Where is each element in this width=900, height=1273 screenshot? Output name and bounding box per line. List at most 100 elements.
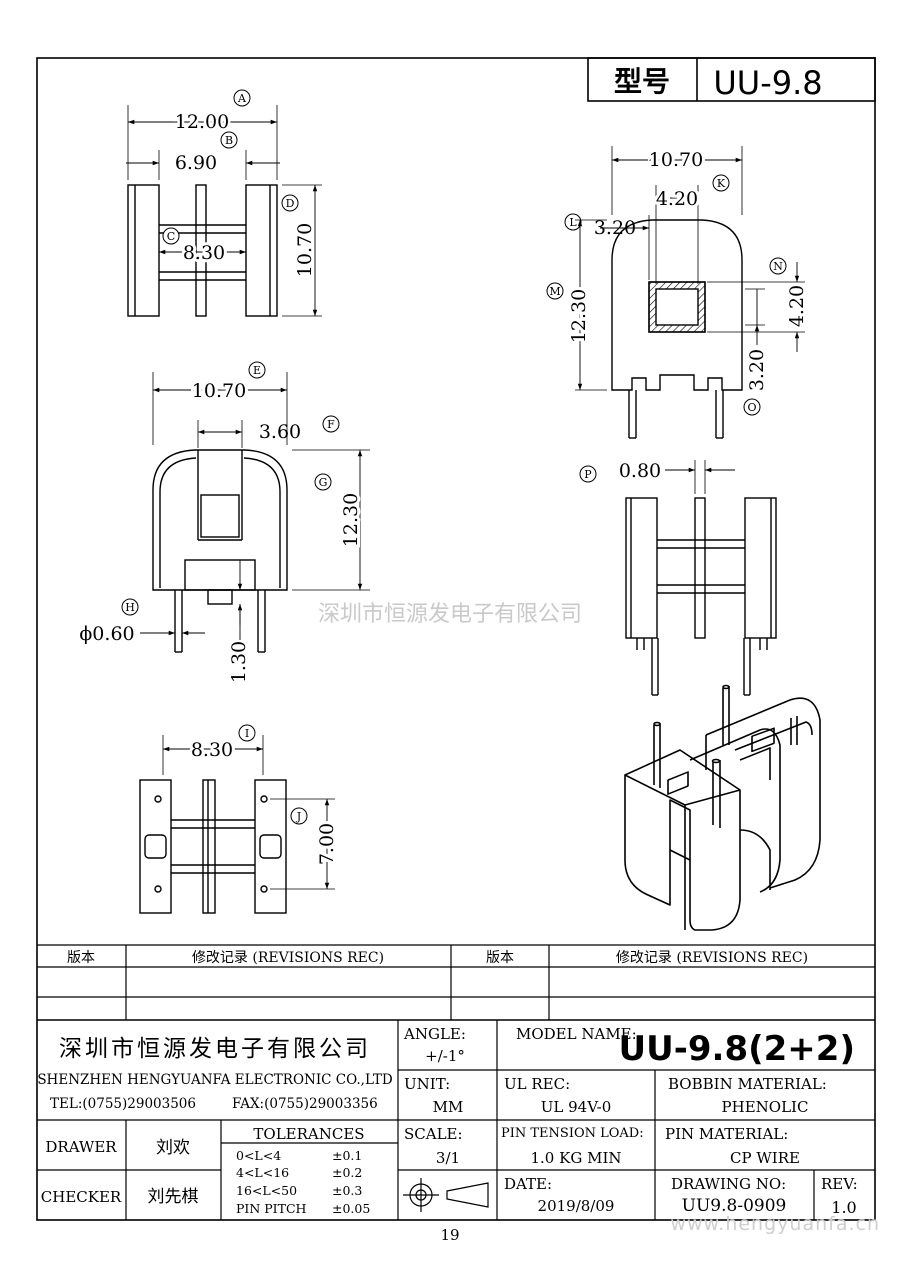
side-view bbox=[575, 146, 805, 439]
page-number: 19 bbox=[440, 1226, 459, 1244]
dim-g: 12.30 bbox=[340, 493, 362, 547]
dim-d: 10.70 bbox=[294, 223, 316, 277]
drawing-no-label: DRAWING NO: bbox=[671, 1175, 786, 1193]
side-view-labels: 10.70 K 4.20 L 3.20 M 12.30 N 4.20 3.20 … bbox=[546, 146, 811, 416]
dim-p: 0.80 bbox=[619, 460, 661, 482]
front-view bbox=[140, 372, 370, 653]
pin-view-labels: P 0.80 bbox=[579, 460, 661, 483]
callout-l: L bbox=[569, 216, 577, 229]
bottom-view-labels: I 8.30 J 7.00 bbox=[188, 724, 341, 868]
scale-value: 3/1 bbox=[436, 1149, 460, 1167]
pin-view bbox=[625, 460, 777, 696]
company-tel: TEL:(0755)29003506 bbox=[50, 1096, 196, 1112]
checker-value: 刘先棋 bbox=[148, 1187, 199, 1207]
title-block-grid bbox=[37, 1020, 875, 1220]
dim-j: 7.00 bbox=[316, 823, 338, 865]
tol-value-3: ±0.05 bbox=[332, 1201, 370, 1216]
dim-h2: 1.30 bbox=[228, 641, 250, 683]
pin-material-label: PIN MATERIAL: bbox=[665, 1125, 788, 1143]
dim-k: 4.20 bbox=[656, 188, 698, 210]
ul-label: UL REC: bbox=[504, 1075, 570, 1093]
callout-n: N bbox=[773, 260, 783, 273]
watermark: 深圳市恒源发电子有限公司 bbox=[318, 602, 582, 627]
dim-o: 3.20 bbox=[746, 349, 768, 391]
tol-range-0: 0<L<4 bbox=[236, 1148, 281, 1163]
callout-m: M bbox=[549, 285, 560, 298]
rev-value: 1.0 bbox=[831, 1198, 856, 1217]
sheet-border bbox=[36, 57, 876, 1221]
date-value: 2019/8/09 bbox=[538, 1197, 615, 1215]
rev-col-record-2: 修改记录 (REVISIONS REC) bbox=[616, 950, 808, 966]
rev-label: REV: bbox=[821, 1175, 858, 1193]
callout-o: O bbox=[747, 401, 756, 414]
dim-h: ϕ0.60 bbox=[79, 623, 134, 645]
callout-i: I bbox=[245, 727, 249, 740]
tol-value-0: ±0.1 bbox=[332, 1148, 362, 1163]
callout-g: G bbox=[319, 476, 328, 489]
dim-c: 8.30 bbox=[183, 242, 225, 264]
tension-label: PIN TENSION LOAD: bbox=[501, 1126, 644, 1141]
rev-col-version-1: 版本 bbox=[67, 950, 95, 966]
callout-e: E bbox=[253, 364, 261, 377]
tol-range-1: 4<L<16 bbox=[236, 1165, 289, 1180]
top-view-labels: A 12.00 B 6.90 C 8.30 D 10.70 bbox=[162, 89, 319, 280]
checker-label: CHECKER bbox=[41, 1188, 122, 1206]
tolerances-title: TOLERANCES bbox=[253, 1125, 364, 1143]
type-label: 型号 bbox=[614, 65, 670, 98]
drawer-label: DRAWER bbox=[45, 1138, 117, 1156]
tol-value-1: ±0.2 bbox=[332, 1165, 362, 1180]
callout-k: K bbox=[717, 177, 726, 190]
rev-col-version-2: 版本 bbox=[486, 950, 514, 966]
company-name-cn: 深圳市恒源发电子有限公司 bbox=[59, 1036, 371, 1062]
tension-value: 1.0 KG MIN bbox=[531, 1149, 622, 1167]
ul-value: UL 94V-0 bbox=[541, 1098, 612, 1116]
isometric-view bbox=[624, 684, 821, 931]
company-name-en: SHENZHEN HENGYUANFA ELECTRONIC CO.,LTD bbox=[37, 1072, 393, 1088]
pin-material-value: CP WIRE bbox=[730, 1149, 800, 1167]
front-view-labels: E 10.70 F 3.60 G 12.30 H ϕ0.60 1.30 bbox=[79, 361, 365, 683]
bottom-view bbox=[139, 735, 335, 914]
dim-n: 4.20 bbox=[786, 285, 808, 327]
title-block-fields: ANGLE: +/-1° MODEL NAME: UU-9.8(2+2) UNI… bbox=[41, 1025, 858, 1217]
callout-f: F bbox=[327, 418, 335, 431]
dim-l: 3.20 bbox=[594, 217, 636, 239]
type-header: 型号 UU-9.8 bbox=[587, 57, 876, 102]
drawer-value: 刘欢 bbox=[156, 1138, 190, 1158]
dim-kw: 10.70 bbox=[649, 149, 703, 171]
unit-label: UNIT: bbox=[404, 1075, 450, 1093]
projection-symbol-icon bbox=[403, 1178, 489, 1212]
angle-value: +/-1° bbox=[425, 1047, 465, 1065]
callout-p: P bbox=[584, 468, 592, 481]
dim-b: 6.90 bbox=[175, 152, 217, 174]
callout-j: J bbox=[296, 810, 301, 823]
scale-label: SCALE: bbox=[404, 1125, 463, 1143]
drawing-no-value: UU9.8-0909 bbox=[682, 1196, 787, 1216]
bobbin-label: BOBBIN MATERIAL: bbox=[668, 1075, 827, 1093]
top-view bbox=[126, 105, 322, 317]
unit-value: MM bbox=[433, 1098, 464, 1116]
revision-table bbox=[37, 944, 875, 1021]
model-value: UU-9.8(2+2) bbox=[619, 1029, 855, 1069]
callout-b: B bbox=[225, 134, 233, 147]
dim-m: 12.30 bbox=[568, 289, 590, 343]
callout-c: C bbox=[167, 230, 175, 243]
callout-a: A bbox=[237, 92, 247, 105]
dim-i: 8.30 bbox=[191, 739, 233, 761]
date-label: DATE: bbox=[504, 1175, 552, 1193]
callout-h: H bbox=[125, 601, 135, 614]
dim-e: 10.70 bbox=[192, 380, 246, 402]
revision-headers: 版本 修改记录 (REVISIONS REC) 版本 修改记录 (REVISIO… bbox=[67, 950, 808, 966]
callout-d: D bbox=[286, 197, 295, 210]
model-label: MODEL NAME: bbox=[516, 1025, 637, 1043]
dim-f: 3.60 bbox=[259, 421, 301, 443]
tol-range-2: 16<L<50 bbox=[236, 1183, 297, 1198]
company-info: 深圳市恒源发电子有限公司 SHENZHEN HENGYUANFA ELECTRO… bbox=[37, 1036, 393, 1112]
type-value: UU-9.8 bbox=[713, 64, 822, 102]
website-watermark: www.hengyuanfa.cn bbox=[670, 1213, 880, 1235]
dim-a: 12.00 bbox=[175, 111, 229, 133]
angle-label: ANGLE: bbox=[403, 1025, 466, 1043]
bobbin-value: PHENOLIC bbox=[722, 1098, 809, 1116]
tol-value-2: ±0.3 bbox=[332, 1183, 362, 1198]
rev-col-record-1: 修改记录 (REVISIONS REC) bbox=[192, 950, 384, 966]
